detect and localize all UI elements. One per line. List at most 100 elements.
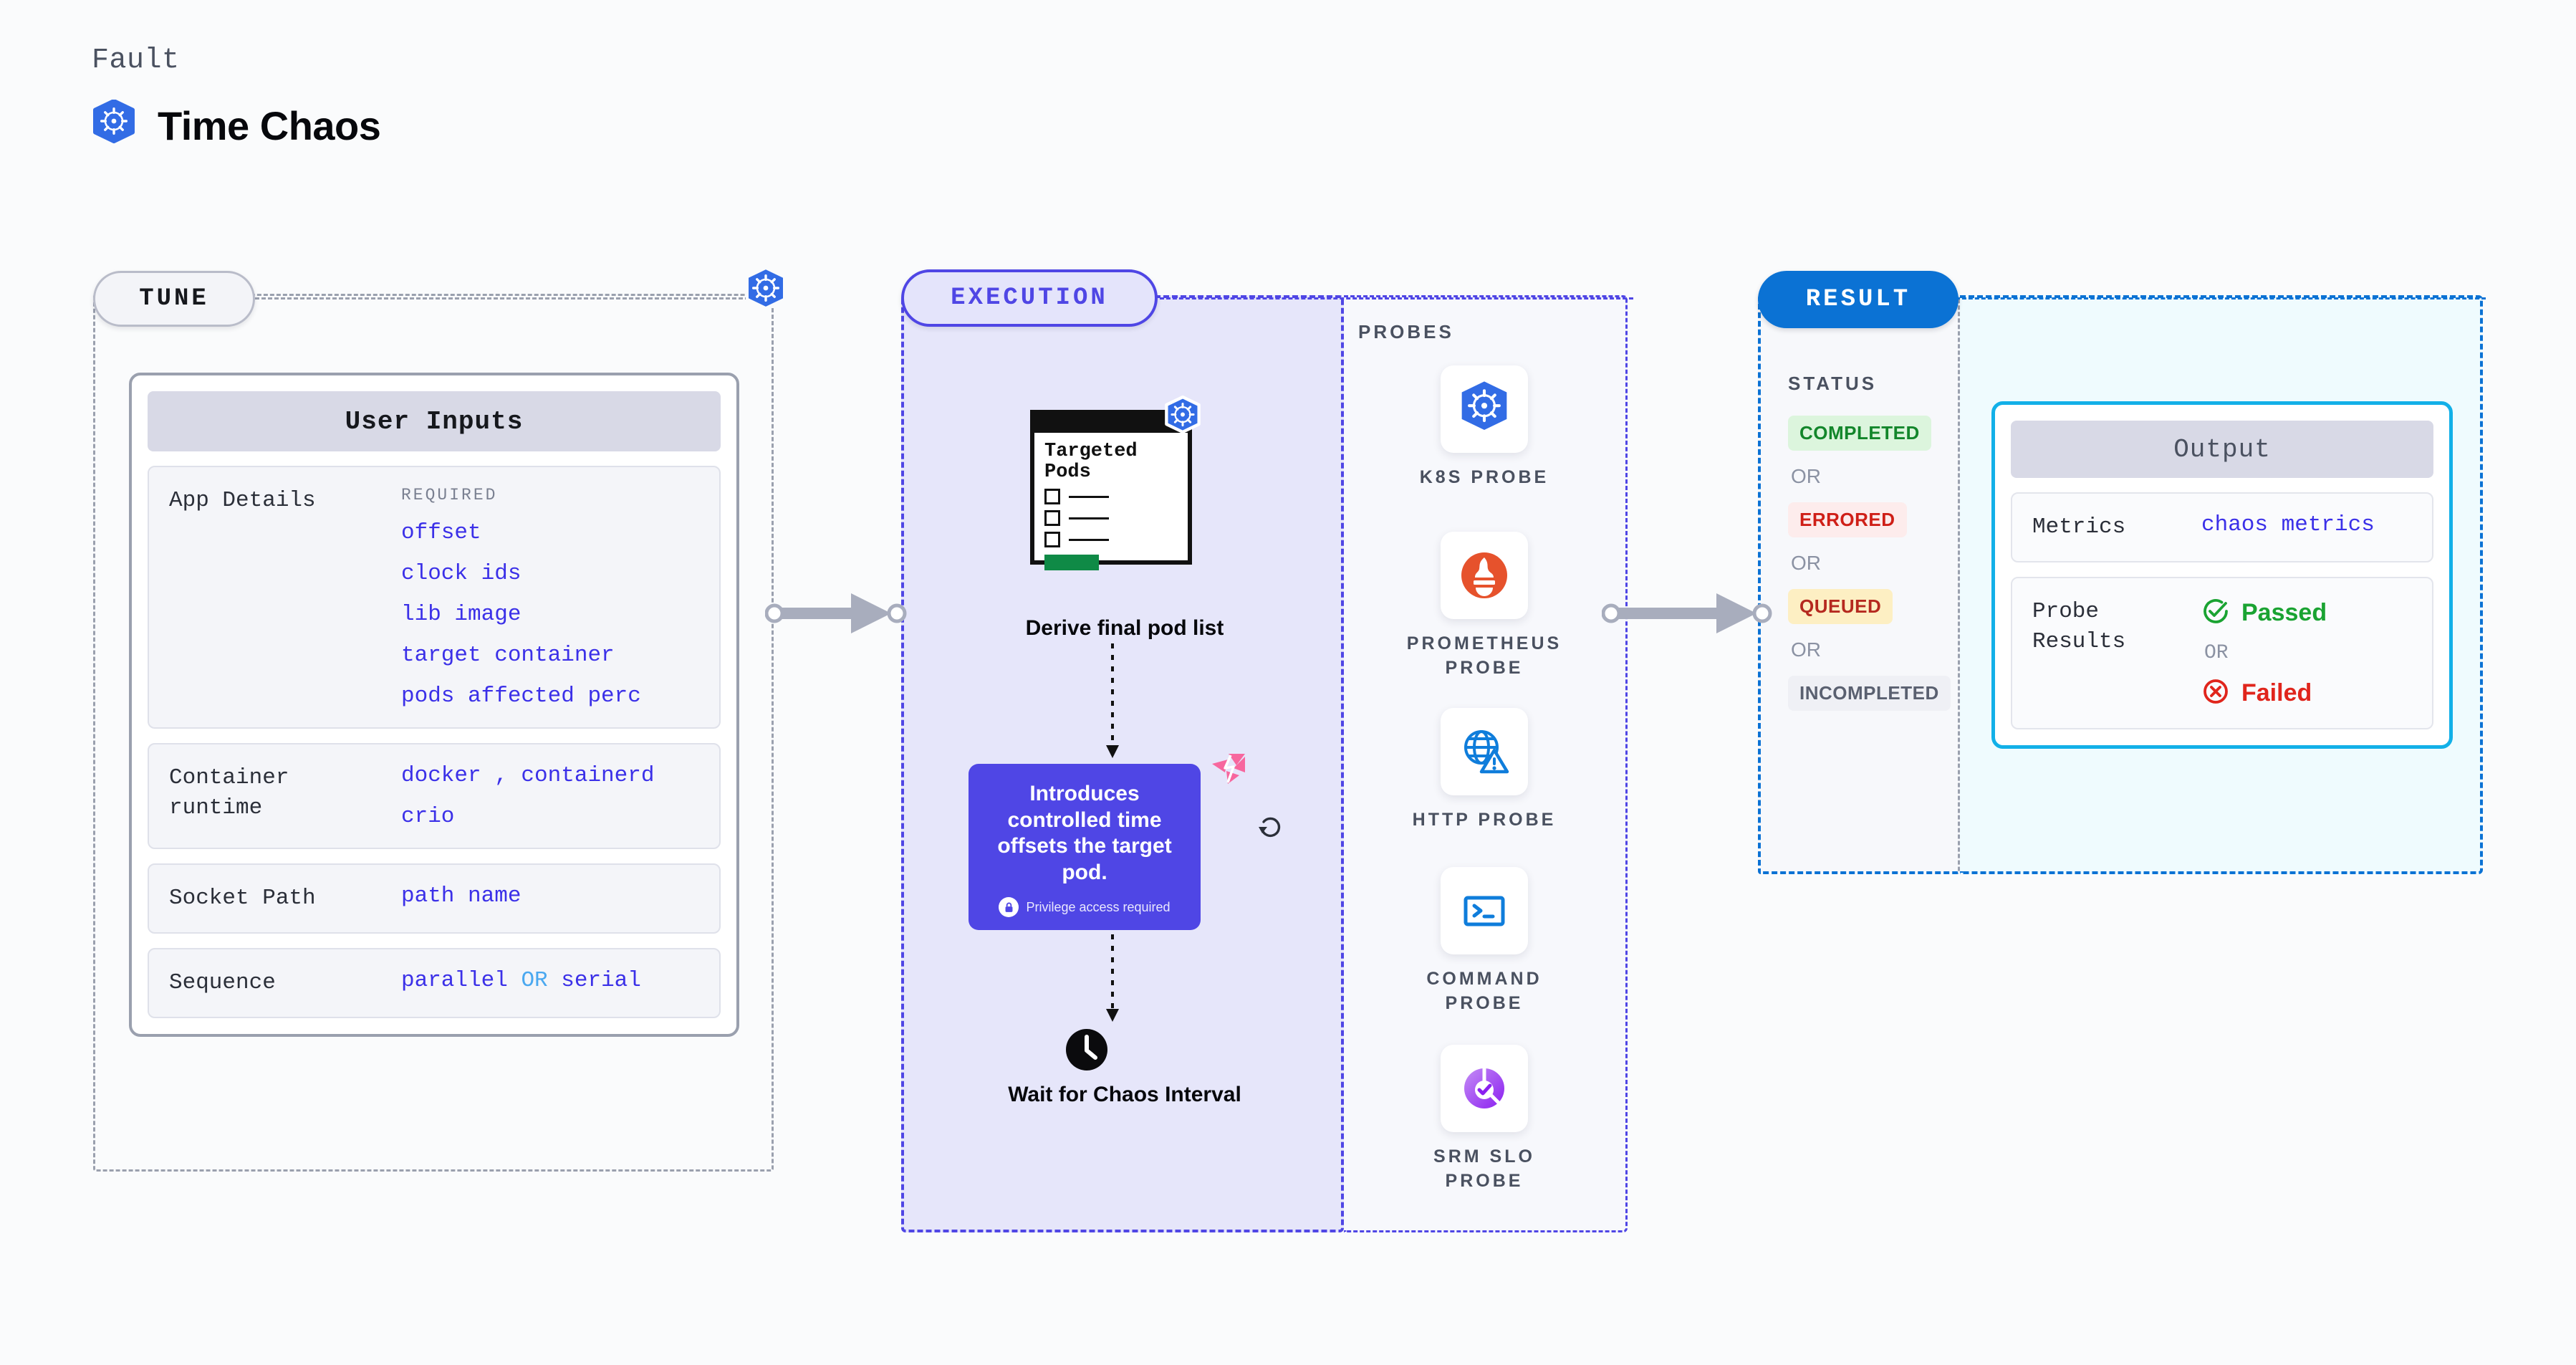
probe-label: COMMAND PROBE bbox=[1426, 969, 1542, 1013]
metrics-value[interactable]: chaos metrics bbox=[2201, 512, 2375, 537]
probe-result-passed: Passed bbox=[2201, 597, 2327, 629]
table-row: Probe Results Passed OR bbox=[2011, 576, 2433, 729]
status-badge-queued: QUEUED bbox=[1788, 589, 1893, 624]
privilege-note: Privilege access required bbox=[984, 897, 1185, 918]
sequence-serial: serial bbox=[561, 967, 641, 993]
placeholder-line bbox=[1069, 538, 1109, 541]
flow-arrow-down bbox=[1102, 643, 1123, 763]
probe-label: PROMETHEUS PROBE bbox=[1406, 633, 1562, 678]
confirm-bar bbox=[1044, 555, 1099, 571]
status-or: OR bbox=[1791, 465, 1821, 487]
result-section-pill[interactable]: RESULT bbox=[1758, 271, 1959, 328]
retry-loop-icon[interactable] bbox=[1255, 811, 1287, 846]
clock-icon bbox=[1064, 1028, 1109, 1076]
page-header: Fault Time Chaos bbox=[92, 44, 381, 152]
sequence-parallel: parallel bbox=[401, 967, 508, 993]
globe-warning-icon bbox=[1441, 708, 1528, 795]
wait-for-chaos-interval-label: Wait for Chaos Interval bbox=[1008, 1083, 1241, 1106]
probe-item-srm-slo[interactable]: SRM SLO PROBE bbox=[1398, 1045, 1570, 1194]
check-circle-icon bbox=[2201, 597, 2230, 629]
terminal-icon bbox=[1441, 867, 1528, 954]
tooltip-text: Introduces controlled time offsets the t… bbox=[997, 782, 1172, 884]
kubernetes-icon bbox=[92, 99, 136, 152]
probe-item-k8s[interactable]: K8S PROBE bbox=[1398, 365, 1570, 490]
page-title: Time Chaos bbox=[158, 103, 381, 148]
sequence-or: OR bbox=[521, 967, 548, 993]
table-row: Container runtime docker , containerd cr… bbox=[148, 743, 721, 849]
checkbox-icon[interactable] bbox=[1044, 532, 1060, 548]
tune-section-pill[interactable]: TUNE bbox=[93, 271, 255, 327]
privilege-note-text: Privilege access required bbox=[1026, 899, 1171, 914]
fault-eyebrow: Fault bbox=[92, 44, 180, 77]
tune-to-execution-arrow bbox=[764, 585, 908, 646]
checkbox-icon[interactable] bbox=[1044, 510, 1060, 527]
tune-panel-frame bbox=[93, 294, 774, 1172]
kubernetes-icon bbox=[1441, 365, 1528, 453]
table-row: Sequence parallel OR serial bbox=[148, 947, 721, 1018]
list-item bbox=[1044, 532, 1178, 548]
input-value-target-container[interactable]: target container bbox=[401, 643, 615, 668]
result-status-frame bbox=[1758, 295, 1960, 874]
table-row: Socket Path path name bbox=[148, 863, 721, 934]
card-title-bar bbox=[1034, 414, 1188, 433]
probe-result-or: OR bbox=[2204, 641, 2229, 664]
user-inputs-title: User Inputs bbox=[148, 391, 721, 451]
input-value-sequence[interactable]: parallel OR serial bbox=[401, 968, 641, 993]
failed-label: Failed bbox=[2241, 679, 2312, 707]
row-label-probe-results: Probe Results bbox=[2032, 598, 2126, 654]
checkbox-icon[interactable] bbox=[1044, 489, 1060, 505]
x-circle-icon bbox=[2201, 677, 2230, 709]
execution-dashed-connector bbox=[1153, 297, 1633, 300]
srm-slo-donut-icon bbox=[1441, 1045, 1528, 1132]
probe-label: HTTP PROBE bbox=[1412, 810, 1557, 830]
row-label-sequence: Sequence bbox=[169, 969, 276, 995]
result-dashed-connector bbox=[1956, 297, 2486, 300]
row-label-socket-path: Socket Path bbox=[169, 886, 316, 911]
input-value-offset[interactable]: offset bbox=[401, 520, 481, 545]
targeted-pods-title: Targeted Pods bbox=[1044, 441, 1138, 484]
flow-arrow-down bbox=[1102, 923, 1123, 1027]
lock-icon bbox=[999, 897, 1019, 918]
output-title: Output bbox=[2011, 421, 2433, 478]
status-badge-errored: ERRORED bbox=[1788, 502, 1907, 537]
kubernetes-icon bbox=[1163, 395, 1202, 442]
input-value-runtime-crio[interactable]: crio bbox=[401, 804, 455, 829]
execution-section-pill[interactable]: EXECUTION bbox=[901, 269, 1158, 327]
status-list: COMPLETED OR ERRORED OR QUEUED OR INCOMP… bbox=[1788, 416, 1951, 711]
input-value-clock-ids[interactable]: clock ids bbox=[401, 561, 522, 586]
status-or: OR bbox=[1791, 638, 1821, 661]
probe-item-prometheus[interactable]: PROMETHEUS PROBE bbox=[1398, 532, 1570, 681]
table-row: Metrics chaos metrics bbox=[2011, 492, 2433, 562]
status-badge-incompleted: INCOMPLETED bbox=[1788, 676, 1951, 711]
list-item bbox=[1044, 489, 1178, 505]
prometheus-icon bbox=[1441, 532, 1528, 619]
targeted-pods-card: Targeted Pods bbox=[1030, 410, 1192, 571]
status-badge-completed: COMPLETED bbox=[1788, 416, 1931, 451]
kubernetes-icon bbox=[744, 267, 788, 319]
probe-result-failed: Failed bbox=[2201, 677, 2327, 709]
execution-to-result-arrow bbox=[1601, 585, 1774, 646]
required-tag: REQUIRED bbox=[401, 486, 498, 504]
probes-title: PROBES bbox=[1358, 321, 1454, 343]
tune-dashed-connector bbox=[255, 297, 775, 300]
status-title: STATUS bbox=[1788, 373, 1878, 394]
input-value-runtime-docker-containerd[interactable]: docker , containerd bbox=[401, 763, 655, 788]
probe-item-http[interactable]: HTTP PROBE bbox=[1398, 708, 1570, 833]
derive-final-pod-list-label: Derive final pod list bbox=[1025, 616, 1224, 640]
title-row: Time Chaos bbox=[92, 99, 381, 152]
chaos-burst-icon bbox=[1209, 751, 1248, 793]
probe-item-command[interactable]: COMMAND PROBE bbox=[1398, 867, 1570, 1016]
probe-label: SRM SLO PROBE bbox=[1433, 1146, 1535, 1191]
input-value-lib-image[interactable]: lib image bbox=[401, 602, 522, 627]
input-value-path-name[interactable]: path name bbox=[401, 883, 522, 909]
input-value-pods-affected-perc[interactable]: pods affected perc bbox=[401, 684, 641, 709]
row-label-metrics: Metrics bbox=[2032, 514, 2126, 540]
status-or: OR bbox=[1791, 552, 1821, 574]
row-label-app-details: App Details bbox=[169, 488, 316, 513]
placeholder-line bbox=[1069, 517, 1109, 519]
fault-description-tooltip: Introduces controlled time offsets the t… bbox=[969, 764, 1201, 931]
table-row: App Details REQUIRED offset clock ids li… bbox=[148, 466, 721, 729]
row-label-container-runtime: Container runtime bbox=[169, 765, 289, 820]
probe-label: K8S PROBE bbox=[1419, 467, 1549, 487]
output-card: Output Metrics chaos metrics Probe Resul… bbox=[1991, 401, 2453, 749]
